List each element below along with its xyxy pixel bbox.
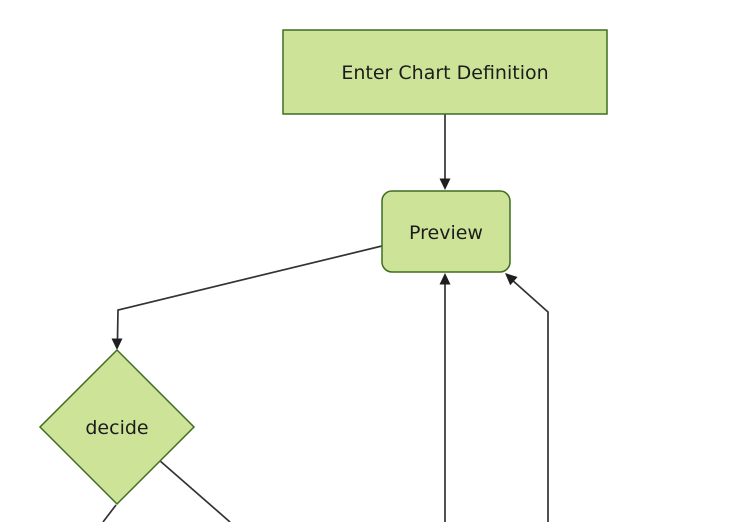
arrowhead-icon <box>439 273 451 285</box>
rounded-rectangle-shape <box>381 190 511 273</box>
arrowhead-icon <box>505 273 518 286</box>
edge-preview-to-decide <box>111 245 383 350</box>
edge-path <box>102 504 117 522</box>
arrowhead-icon <box>439 178 451 190</box>
node-enter-chart-definition: Enter Chart Definition <box>282 29 608 115</box>
node-label: decide <box>85 417 148 439</box>
diamond-shape <box>38 348 196 506</box>
rectangle-shape <box>282 29 608 115</box>
edge-decide-to-offscreen-right <box>158 459 231 522</box>
edge-path <box>158 459 231 522</box>
edge-bottom-to-preview <box>439 273 451 522</box>
edge-bottomright-to-preview <box>505 273 549 522</box>
node-decide: decide <box>38 348 196 506</box>
edge-path <box>510 278 549 522</box>
node-label: Preview <box>409 222 483 244</box>
edge-path <box>116 245 383 340</box>
edge-decide-to-offscreen-left <box>102 504 117 522</box>
node-label: Enter Chart Definition <box>341 62 548 84</box>
arrowhead-icon <box>111 338 123 350</box>
node-preview: Preview <box>381 190 511 273</box>
edge-definition-to-preview <box>439 114 451 190</box>
